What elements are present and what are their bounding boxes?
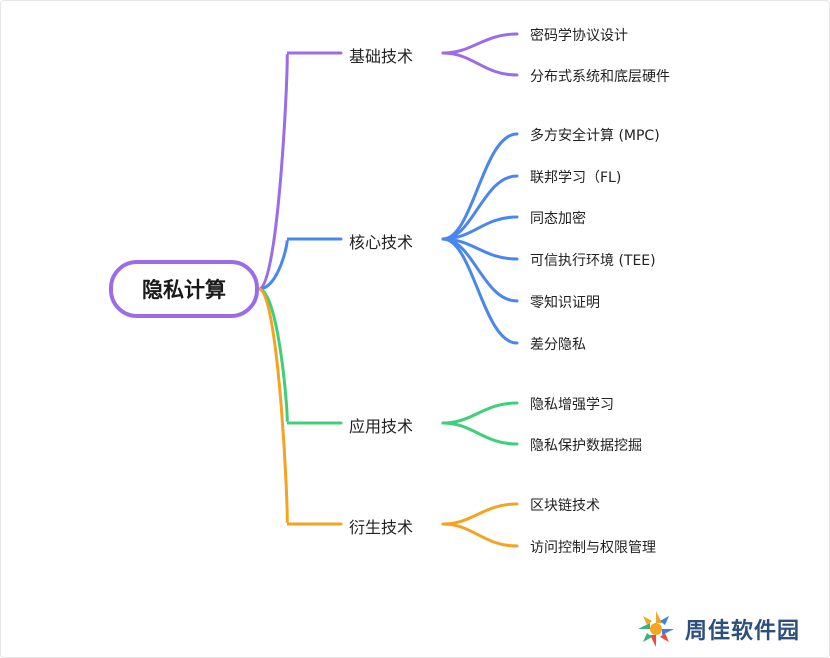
branch-node-basic[interactable]: 基础技术 — [349, 43, 414, 67]
branch-leaf-link — [441, 32, 519, 55]
root-branch-link — [257, 51, 329, 291]
leaf-node[interactable]: 差分隐私 — [530, 334, 586, 354]
watermark: 周佳软件园 — [633, 609, 800, 649]
root-node[interactable]: 隐私计算 — [109, 260, 259, 318]
branch-leaf-link — [441, 174, 519, 241]
watermark-text: 周佳软件园 — [685, 619, 801, 644]
leaf-node[interactable]: 联邦学习（FL) — [530, 167, 622, 187]
leaf-node[interactable]: 密码学协议设计 — [530, 25, 628, 45]
leaf-node[interactable]: 同态加密 — [530, 208, 586, 228]
branch-leaf-link — [441, 237, 519, 345]
pinwheel-logo-icon — [638, 611, 674, 647]
branch-leaf-link — [441, 51, 519, 77]
leaf-node[interactable]: 隐私增强学习 — [530, 394, 614, 414]
leaf-node[interactable]: 分布式系统和底层硬件 — [530, 66, 670, 86]
branch-leaf-link — [441, 132, 519, 241]
branch-leaf-link — [441, 401, 519, 425]
leaf-node[interactable]: 区块链技术 — [530, 495, 600, 515]
branch-node-derived[interactable]: 衍生技术 — [349, 514, 414, 538]
branch-leaf-link — [441, 421, 519, 446]
root-branch-link — [257, 237, 329, 291]
root-branch-link — [257, 287, 329, 526]
leaf-node[interactable]: 零知识证明 — [530, 292, 600, 312]
leaf-node[interactable]: 访问控制与权限管理 — [530, 537, 656, 557]
root-branch-link — [257, 287, 329, 425]
branch-node-application[interactable]: 应用技术 — [349, 413, 414, 437]
leaf-node[interactable]: 多方安全计算 (MPC) — [530, 125, 660, 145]
branch-leaf-link — [441, 522, 519, 548]
branch-leaf-link — [441, 502, 519, 526]
leaf-node[interactable]: 可信执行环境 (TEE) — [530, 250, 656, 270]
branch-node-core[interactable]: 核心技术 — [349, 229, 414, 253]
leaf-node[interactable]: 隐私保护数据挖掘 — [530, 435, 642, 455]
